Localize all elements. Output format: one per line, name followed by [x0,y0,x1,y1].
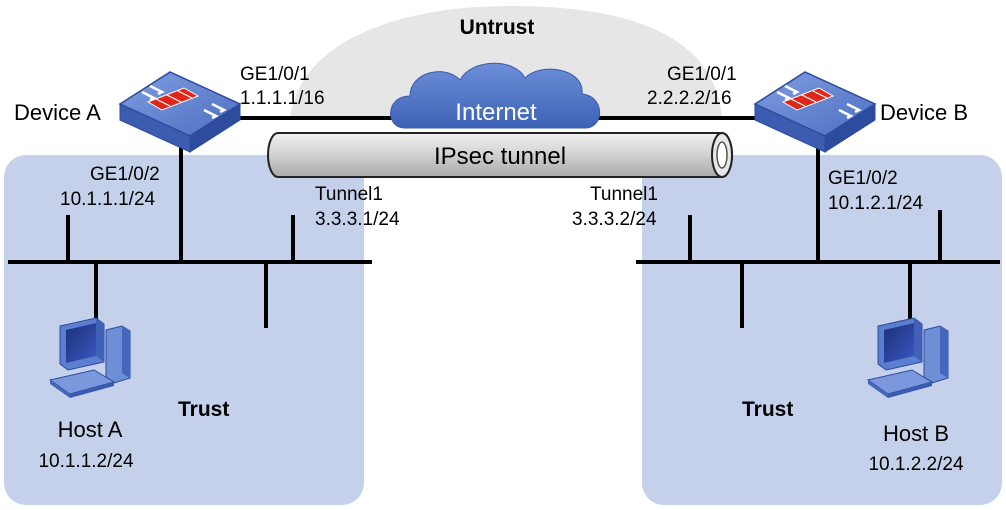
device-a-lan-ip: 10.1.1.1/24 [60,189,156,210]
device-a-tunnel-if: Tunnel1 [315,184,383,205]
internet-cloud-icon [390,62,601,129]
untrust-zone [290,6,722,118]
lan-bus-right [636,210,1000,328]
device-a-uplink-ip: 1.1.1.1/16 [240,88,325,109]
host-a-name: Host A [58,417,123,442]
trust-zone-right [642,155,1002,505]
untrust-zone-label: Untrust [460,16,535,39]
device-b-tunnel-ip: 3.3.3.2/24 [572,209,657,230]
device-b-firewall-icon[interactable] [753,71,877,153]
device-a-name: Device A [14,100,101,125]
trust-zone-right-label: Trust [742,398,793,421]
device-b-tunnel-if: Tunnel1 [590,184,658,205]
device-b-uplink-if: GE1/0/1 [667,64,737,85]
host-b-name: Host B [883,421,949,446]
device-a-lan-if: GE1/0/2 [90,164,160,185]
ipsec-tunnel-icon [267,132,733,178]
device-b-uplink-ip: 2.2.2.2/16 [647,88,732,109]
device-a-firewall-icon[interactable] [118,71,242,153]
lan-bus-left [8,215,372,328]
trust-zone-left-label: Trust [178,398,229,421]
host-b-ip: 10.1.2.2/24 [868,454,964,475]
internet-label: Internet [455,99,537,126]
device-a-tunnel-ip: 3.3.3.1/24 [315,209,400,230]
trust-zone-left [4,155,364,505]
device-a-uplink-if: GE1/0/1 [240,64,310,85]
device-b-name: Device B [880,100,968,125]
device-b-lan-ip: 10.1.2.1/24 [828,193,924,214]
ipsec-tunnel-label: IPsec tunnel [434,143,566,170]
device-b-lan-if: GE1/0/2 [828,168,898,189]
host-a-ip: 10.1.1.2/24 [38,451,134,472]
